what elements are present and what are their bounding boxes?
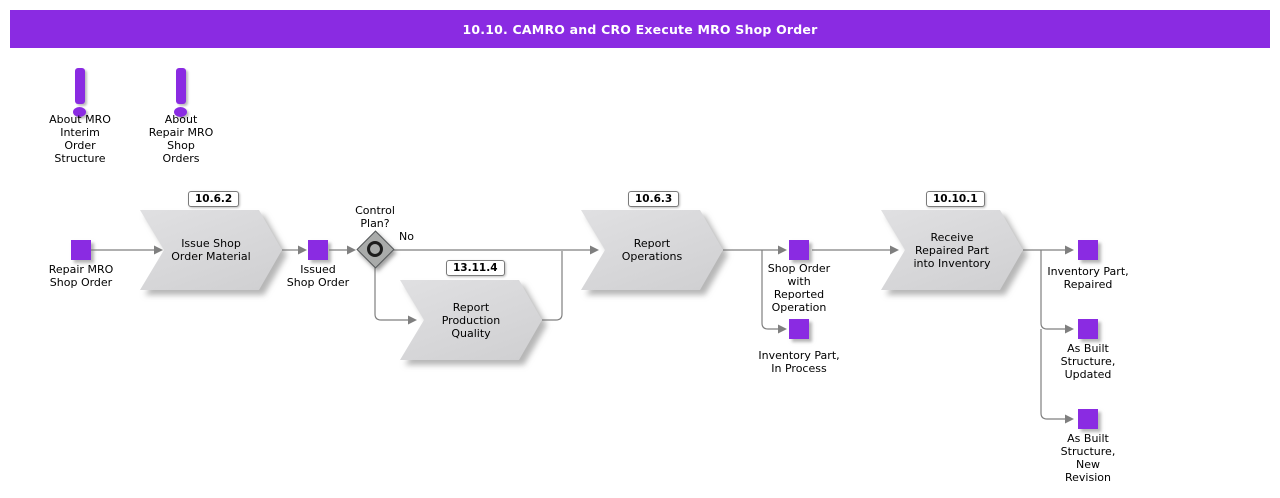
process-issue-shop-order-material[interactable]: Issue Shop Order Material: [140, 210, 282, 290]
page-title: 10.10. CAMRO and CRO Execute MRO Shop Or…: [10, 10, 1270, 48]
note-exclamation-icon[interactable]: [67, 68, 93, 118]
process-chevron: Report Operations: [581, 210, 723, 290]
artifact-as-built-structure-updated: [1078, 319, 1098, 339]
exclamation-dot-icon: [73, 107, 86, 117]
branch-no-label: No: [399, 230, 414, 243]
process-ref-badge[interactable]: 10.6.2: [188, 191, 240, 207]
process-ref-badge[interactable]: 10.6.3: [628, 191, 680, 207]
artifact-inventory-part-in-process: [789, 319, 809, 339]
artifact-as-built-structure-new-revision: [1078, 409, 1098, 429]
artifact-label: As Built Structure, New Revision: [1060, 432, 1116, 484]
note-label: About MRO Interim Order Structure: [49, 113, 111, 165]
process-ref-badge[interactable]: 10.10.1: [926, 191, 985, 207]
artifact-issued-shop-order: [308, 240, 328, 260]
artifact-label: Issued Shop Order: [286, 263, 350, 289]
artifact-repair-mro-shop-order: [71, 240, 91, 260]
artifact-label: Shop Order with Reported Operation: [767, 262, 831, 314]
exclamation-bar-icon: [176, 68, 186, 104]
artifact-shop-order-with-reported-operation: [789, 240, 809, 260]
artifact-label: As Built Structure, Updated: [1060, 342, 1116, 381]
artifact-label: Inventory Part, In Process: [758, 349, 840, 375]
circle-icon: [367, 241, 383, 257]
decision-control-plan: [356, 230, 395, 269]
process-receive-repaired-part[interactable]: Receive Repaired Part into Inventory: [881, 210, 1023, 290]
process-ref-badge[interactable]: 13.11.4: [446, 260, 505, 276]
note-label: About Repair MRO Shop Orders: [148, 113, 214, 165]
artifact-label: Repair MRO Shop Order: [48, 263, 114, 289]
artifact-label: Inventory Part, Repaired: [1047, 265, 1129, 291]
process-report-operations[interactable]: Report Operations: [581, 210, 723, 290]
note-exclamation-icon[interactable]: [168, 68, 194, 118]
process-chevron: Report Production Quality: [400, 280, 542, 360]
decision-label: Control Plan?: [355, 204, 395, 230]
process-report-production-quality[interactable]: Report Production Quality: [400, 280, 542, 360]
process-chevron: Receive Repaired Part into Inventory: [881, 210, 1023, 290]
exclamation-bar-icon: [75, 68, 85, 104]
artifact-inventory-part-repaired: [1078, 240, 1098, 260]
exclamation-dot-icon: [174, 107, 187, 117]
